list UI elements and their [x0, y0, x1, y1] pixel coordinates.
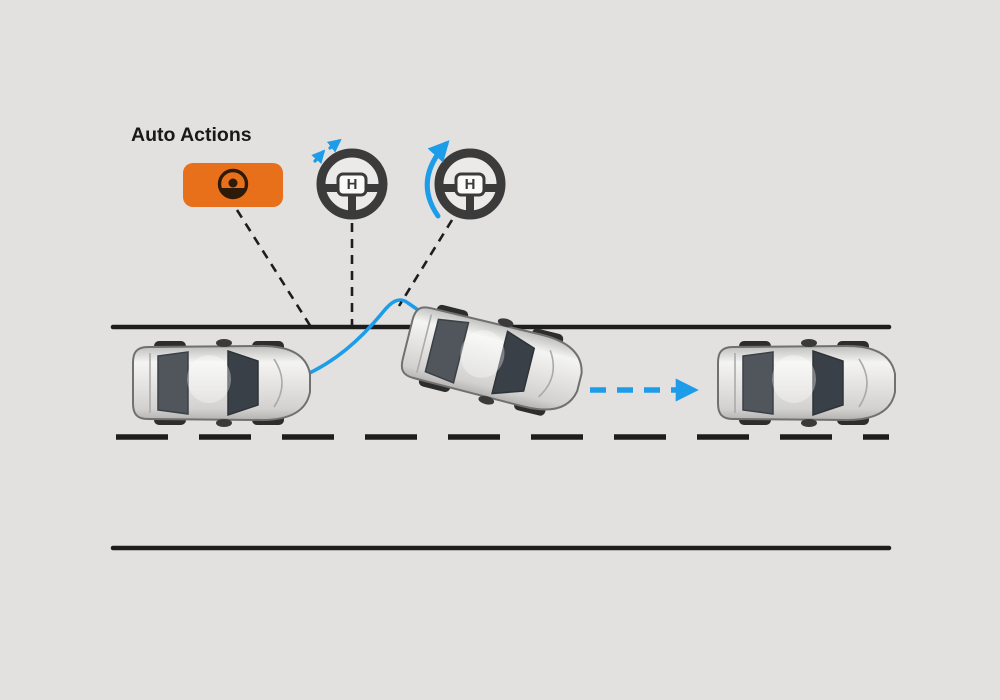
badge-wheel-hands	[221, 188, 245, 197]
correction-trajectory-path	[301, 298, 436, 378]
vibration-arrow-2	[326, 138, 342, 153]
steering-wheel-turn-icon: H	[424, 140, 501, 219]
callout-line-wheel-turn	[397, 219, 454, 307]
car-recovered	[717, 338, 896, 428]
page-title: Auto Actions	[131, 124, 252, 146]
car-recovered-body	[717, 338, 896, 428]
steering-wheel-hands-warning-icon	[183, 163, 283, 207]
callout-line-badge	[235, 209, 313, 328]
turn-arrow	[424, 140, 450, 219]
badge-wheel-hub	[228, 178, 238, 188]
callout-lines	[235, 209, 454, 328]
honda-logo-letter: H	[347, 176, 358, 193]
car-drifting-body	[132, 338, 311, 428]
honda-logo-letter: H	[465, 176, 476, 193]
car-drifting	[132, 338, 311, 428]
steering-wheel-vibration-icon: H	[311, 138, 383, 215]
vibration-arrow-1	[311, 149, 326, 164]
badge-wheel-ring	[217, 168, 249, 200]
